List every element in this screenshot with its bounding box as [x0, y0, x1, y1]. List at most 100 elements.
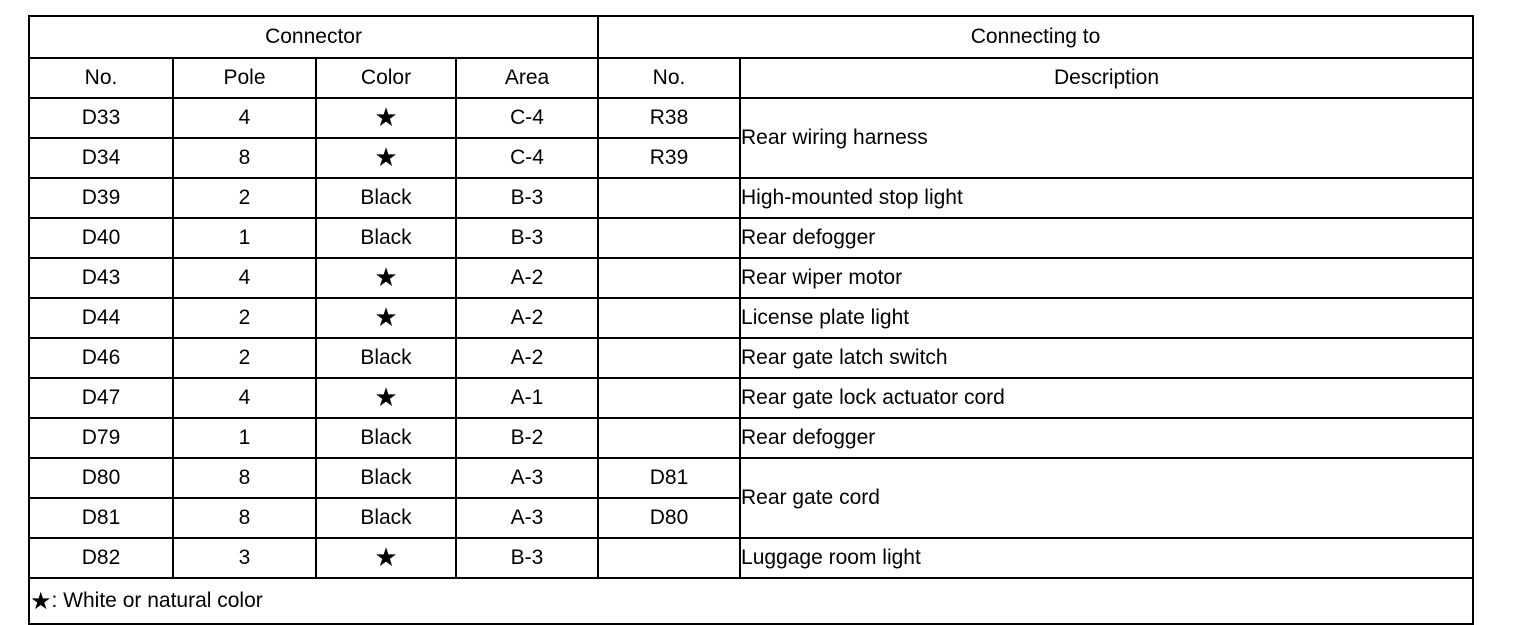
cell-connector-no: D81: [28, 497, 174, 539]
cell-connector-no: D80: [28, 457, 174, 499]
cell-area: A-2: [454, 337, 600, 379]
cell-color: ★: [315, 137, 457, 179]
cell-description: Luggage room light: [739, 537, 1475, 579]
cell-connector-no: D34: [28, 137, 174, 179]
cell-connecting-no: [597, 217, 742, 259]
footnote-text: : White or natural color: [51, 588, 263, 612]
cell-description: Rear gate lock actuator cord: [739, 377, 1475, 419]
column-header-connector-no: No.: [28, 57, 174, 99]
group-header-row: Connector Connecting to: [27, 15, 1475, 59]
column-header-area: Area: [454, 57, 600, 99]
cell-connecting-no: [597, 377, 742, 419]
cell-connecting-no: [597, 177, 742, 219]
star-icon: ★: [374, 142, 398, 173]
cell-color: Black: [315, 497, 457, 539]
cell-connector-no: D79: [28, 417, 174, 459]
cell-connector-no: D43: [28, 257, 174, 299]
cell-pole: 4: [172, 257, 317, 299]
cell-color: Black: [315, 457, 457, 499]
group-header-connector: Connector: [27, 15, 600, 59]
cell-description: License plate light: [739, 297, 1475, 339]
cell-connector-no: D82: [28, 537, 174, 579]
cell-pole: 2: [172, 297, 317, 339]
column-header-connecting-no: No.: [597, 57, 742, 99]
cell-pole: 2: [172, 337, 317, 379]
footnote-cell: ★: White or natural color: [27, 577, 1475, 625]
cell-pole: 3: [172, 537, 317, 579]
star-icon: ★: [374, 542, 398, 573]
cell-area: A-1: [454, 377, 600, 419]
star-icon: ★: [30, 587, 52, 615]
cell-connecting-no: D81: [597, 457, 742, 499]
cell-color: ★: [315, 97, 457, 139]
column-header-pole: Pole: [172, 57, 317, 99]
cell-description: High-mounted stop light: [739, 177, 1475, 219]
cell-color: ★: [315, 377, 457, 419]
footnote-row: ★: White or natural color: [27, 577, 1475, 625]
cell-connecting-no: [597, 537, 742, 579]
cell-description: Rear gate latch switch: [739, 337, 1475, 379]
cell-connecting-no: R39: [597, 137, 742, 179]
cell-connecting-no: D80: [597, 497, 742, 539]
cell-area: A-3: [454, 457, 600, 499]
cell-description: Rear wiring harness: [739, 97, 1475, 179]
table-footer: ★: White or natural color: [27, 577, 1475, 625]
cell-color: ★: [315, 297, 457, 339]
cell-connecting-no: [597, 297, 742, 339]
cell-description: Rear defogger: [739, 217, 1475, 259]
cell-area: B-3: [454, 217, 600, 259]
cell-connecting-no: [597, 417, 742, 459]
cell-area: B-3: [454, 177, 600, 219]
group-header-connecting-to: Connecting to: [597, 15, 1475, 59]
cell-description: Rear defogger: [739, 417, 1475, 459]
star-icon: ★: [374, 102, 398, 133]
cell-pole: 8: [172, 497, 317, 539]
cell-color: Black: [315, 337, 457, 379]
cell-color: Black: [315, 177, 457, 219]
cell-connecting-no: R38: [597, 97, 742, 139]
cell-pole: 2: [172, 177, 317, 219]
cell-color: Black: [315, 217, 457, 259]
cell-area: B-2: [454, 417, 600, 459]
cell-area: C-4: [454, 97, 600, 139]
cell-pole: 8: [172, 137, 317, 179]
cell-connecting-no: [597, 337, 742, 379]
cell-color: ★: [315, 537, 457, 579]
cell-pole: 4: [172, 377, 317, 419]
cell-pole: 1: [172, 217, 317, 259]
cell-description: Rear gate cord: [739, 457, 1475, 539]
cell-connector-no: D40: [28, 217, 174, 259]
cell-pole: 4: [172, 97, 317, 139]
cell-connector-no: D46: [28, 337, 174, 379]
cell-area: B-3: [454, 537, 600, 579]
cell-pole: 1: [172, 417, 317, 459]
column-header-description: Description: [739, 57, 1475, 99]
cell-description: Rear wiper motor: [739, 257, 1475, 299]
column-header-row: No. Pole Color Area No. Description: [28, 57, 1475, 99]
cell-area: A-3: [454, 497, 600, 539]
table-header: Connector Connecting to No. Pole Color A…: [27, 15, 1475, 99]
connector-table: Connector Connecting to No. Pole Color A…: [27, 15, 1475, 625]
connector-table-container: Connector Connecting to No. Pole Color A…: [27, 15, 1475, 625]
star-icon: ★: [374, 302, 398, 333]
cell-connector-no: D39: [28, 177, 174, 219]
cell-color: ★: [315, 257, 457, 299]
cell-area: C-4: [454, 137, 600, 179]
cell-connecting-no: [597, 257, 742, 299]
column-header-color: Color: [315, 57, 457, 99]
cell-area: A-2: [454, 257, 600, 299]
cell-area: A-2: [454, 297, 600, 339]
